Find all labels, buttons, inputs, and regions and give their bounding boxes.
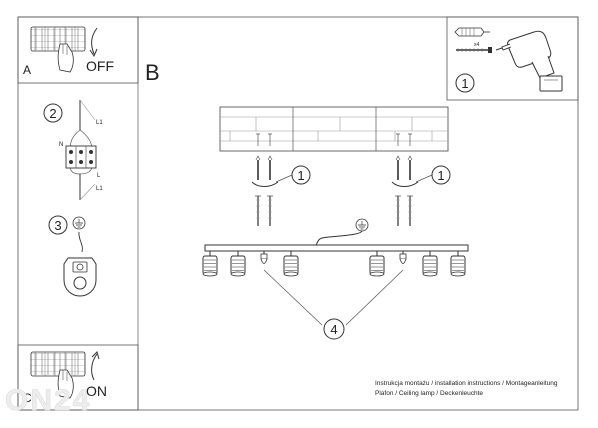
bulb — [260, 251, 268, 264]
ground-connector-icon — [63, 257, 97, 297]
footer-line-2: Plafon / Ceiling lamp / Deckenleuchte — [375, 390, 483, 397]
panel-a-letter: A — [23, 63, 31, 77]
anchor-right-badge — [431, 165, 451, 185]
spotlight-head — [369, 251, 385, 277]
switch-on-label: ON — [86, 383, 107, 399]
spotlight-head — [202, 251, 218, 277]
panel-a-box — [17, 16, 139, 84]
wire-label-neutral: N — [59, 142, 63, 148]
spotlight-head — [422, 251, 438, 277]
anchor-left-number: 1 — [297, 168, 304, 183]
tools-callout-number: 1 — [461, 76, 468, 91]
anchor-right-leader — [415, 174, 433, 183]
tools-callout-badge — [455, 73, 475, 93]
mounting-bar — [204, 244, 469, 252]
footer-line-1: Instrukcja montażu / installation instru… — [375, 380, 558, 387]
anchor-left-leader — [275, 174, 293, 183]
bulb — [399, 251, 407, 264]
panel-c-box — [17, 344, 139, 411]
fuse-box-icon — [30, 26, 86, 52]
drill-icon — [495, 30, 563, 92]
ceiling-diagram: 1 1 — [204, 106, 469, 252]
power-cable — [315, 230, 363, 246]
switch-off-label: OFF — [86, 58, 114, 74]
wire-label-phase: L — [97, 173, 101, 179]
wall-plug-icon — [454, 27, 490, 37]
watermark: ON24 — [5, 384, 91, 417]
outer-frame — [17, 16, 579, 411]
tools-panel: x4 1 — [446, 16, 579, 101]
spotlight-head — [230, 251, 246, 277]
fixtures — [202, 251, 466, 277]
ground-symbol-icon — [72, 216, 86, 230]
panel-b-letter: B — [145, 60, 160, 85]
bulbs-callout-badge — [323, 318, 345, 340]
bulb-leader-left — [263, 269, 323, 326]
anchor-right-number: 1 — [437, 168, 444, 183]
hand-switch-off-icon — [57, 43, 74, 73]
panel-a: A OFF — [17, 16, 139, 84]
panel-c: C ON — [17, 344, 139, 411]
tools-panel-box — [446, 16, 579, 101]
fuse-box-icon-on — [30, 351, 86, 377]
wire-label-top: L1 — [96, 120, 103, 126]
screw-quantity: x4 — [474, 42, 480, 48]
step-2-badge — [43, 103, 63, 123]
wire-label-bottom: L1 — [96, 186, 103, 192]
bulbs-callout-number: 4 — [330, 322, 337, 337]
ground-symbol-main-icon — [355, 218, 369, 232]
anchor-set-left — [251, 133, 279, 226]
bulb-leader-right — [345, 269, 404, 326]
terminal-block-icon — [65, 99, 97, 201]
screw-icon — [456, 47, 492, 53]
step-3-badge — [48, 215, 68, 235]
step-2-number: 2 — [49, 106, 56, 121]
ground-step: 3 — [48, 215, 97, 297]
step-3-number: 3 — [54, 218, 61, 233]
anchor-left-badge — [291, 165, 311, 185]
wiring-step: 2 L1 N L L1 — [43, 99, 103, 201]
down-arrow-icon — [91, 27, 98, 55]
anchor-set-right — [391, 133, 419, 226]
ceiling-slab — [219, 106, 449, 152]
panel-c-letter: C — [23, 391, 32, 405]
hand-switch-on-icon — [57, 369, 74, 399]
spotlight-head — [450, 251, 466, 277]
spotlight-head — [283, 251, 299, 277]
up-arrow-icon — [91, 353, 98, 381]
